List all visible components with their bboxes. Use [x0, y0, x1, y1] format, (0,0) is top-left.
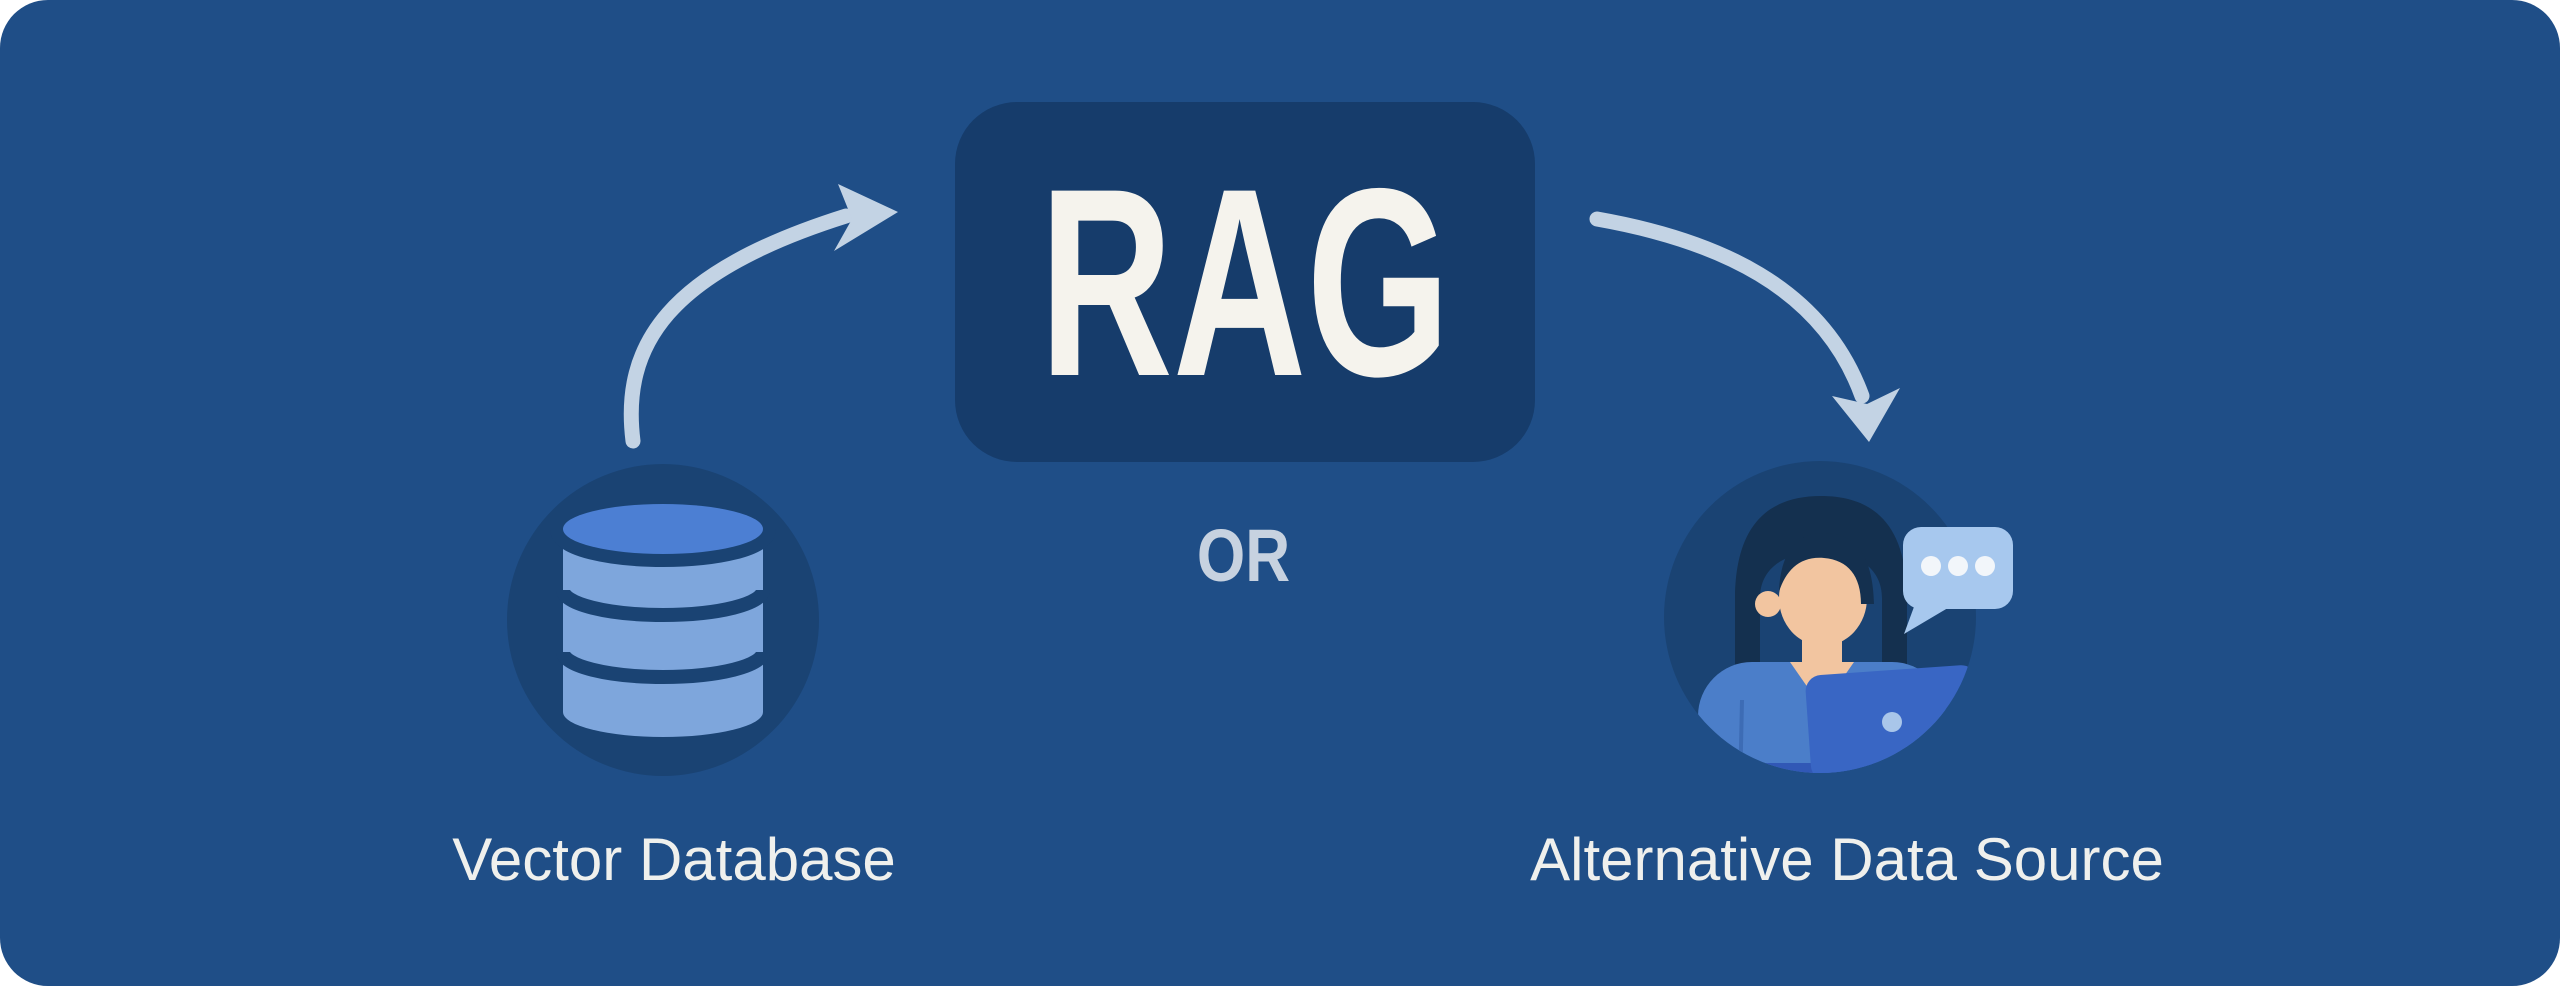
curved-arrow-right: [1589, 211, 1900, 442]
rag-label: RAG: [1039, 132, 1451, 432]
database-icon: [507, 464, 819, 776]
rag-box: RAG: [955, 102, 1535, 462]
vector-database-label: Vector Database: [452, 826, 896, 893]
speech-bubble-icon: [1903, 527, 2013, 634]
or-label: OR: [1143, 518, 1343, 615]
or-text: OR: [1196, 514, 1290, 597]
curved-arrow-left: [623, 184, 898, 449]
person-laptop-icon: [1664, 461, 2013, 773]
alternative-data-source-label: Alternative Data Source: [1530, 826, 2164, 893]
